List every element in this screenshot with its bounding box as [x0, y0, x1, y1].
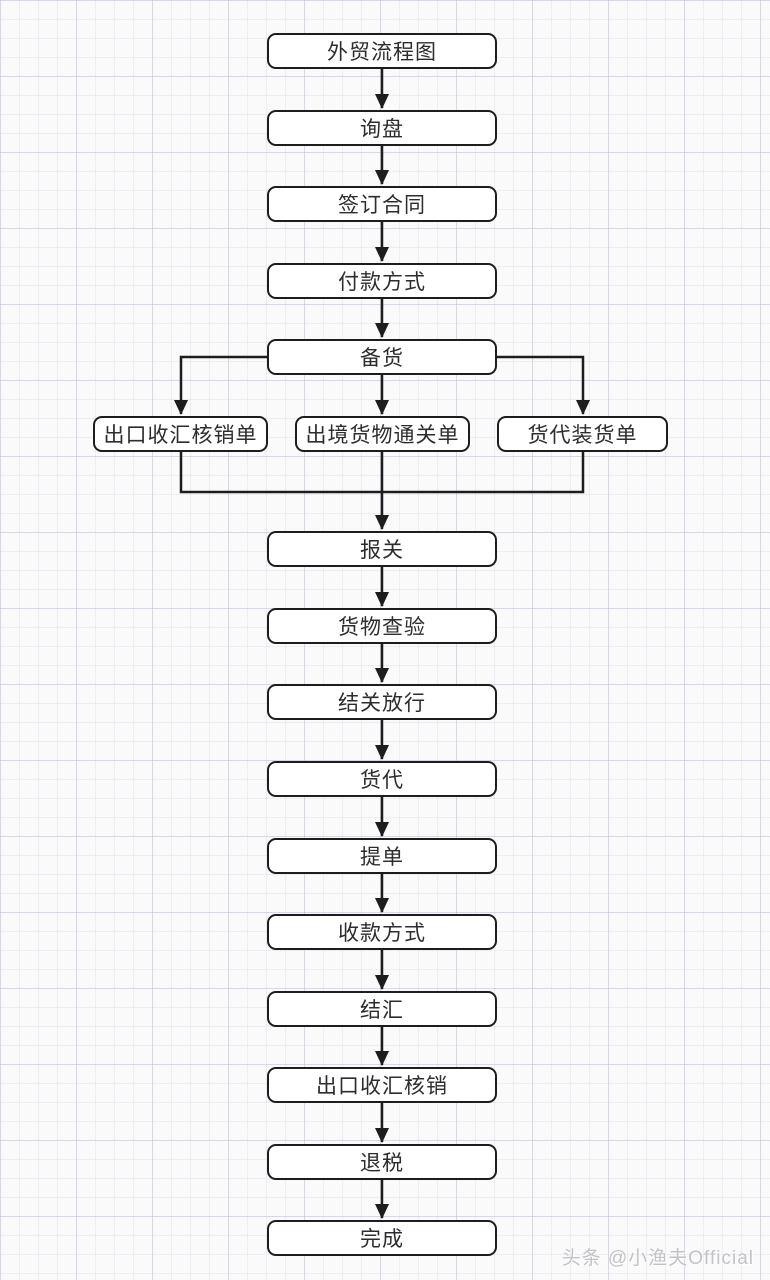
node-forwarder-loading-list: 货代装货单 [497, 416, 668, 452]
arrow-stock-to-loading-list [497, 355, 590, 415]
node-clearance-release: 结关放行 [267, 684, 497, 720]
node-inquiry: 询盘 [267, 110, 497, 146]
node-payment-method: 付款方式 [267, 263, 497, 299]
node-bill-of-lading: 提单 [267, 838, 497, 874]
node-title: 外贸流程图 [267, 33, 497, 69]
node-forex-settlement: 结汇 [267, 991, 497, 1027]
node-export-verification: 出口收汇核销 [267, 1067, 497, 1103]
node-receipt-method: 收款方式 [267, 914, 497, 950]
watermark: 头条 @小渔夫Official [561, 1248, 754, 1269]
node-goods-inspection: 货物查验 [267, 608, 497, 644]
node-freight-forwarder: 货代 [267, 761, 497, 797]
node-complete: 完成 [267, 1220, 497, 1256]
node-customs-declaration: 报关 [267, 531, 497, 567]
node-tax-refund: 退税 [267, 1144, 497, 1180]
arrow-stock-to-verification-form [174, 355, 267, 415]
node-stock-preparation: 备货 [267, 339, 497, 375]
node-sign-contract: 签订合同 [267, 186, 497, 222]
node-export-verification-form: 出口收汇核销单 [93, 416, 268, 452]
node-customs-clearance-form: 出境货物通关单 [295, 416, 470, 452]
